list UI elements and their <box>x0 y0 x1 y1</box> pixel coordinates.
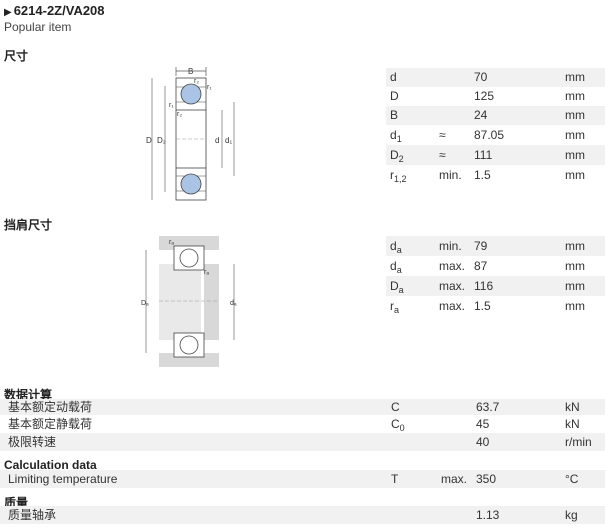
row-label: Limiting temperature <box>8 472 118 486</box>
unit: kg <box>565 508 578 522</box>
row-label: 基本额定静载荷 <box>8 417 93 431</box>
label-b: B <box>188 67 193 76</box>
qualifier: min. <box>439 168 462 182</box>
value: 79 <box>474 239 488 253</box>
product-subtitle: Popular item <box>4 20 72 34</box>
symbol: C0 <box>391 417 405 433</box>
table-row: D2 ≈ 111 mm <box>386 145 605 165</box>
value: 111 <box>474 148 493 162</box>
unit: mm <box>565 239 585 253</box>
qualifier: max. <box>439 259 466 273</box>
row-label: 基本额定动载荷 <box>8 400 93 414</box>
abutment-drawing: rₐ rₐ Dₐ dₐ <box>141 236 237 367</box>
qualifier: max. <box>439 299 466 313</box>
symbol: B <box>390 108 399 122</box>
symbol: da <box>390 259 402 275</box>
value: 63.7 <box>476 400 500 414</box>
symbol: r1,2 <box>390 168 407 184</box>
value: 40 <box>476 435 490 449</box>
row-label: 质量轴承 <box>8 508 57 522</box>
bearing-dimension-drawing: B r₂ r₁ r₁ r₂ D D₂ d d₁ <box>146 67 235 201</box>
label-r2-top: r₂ <box>194 78 199 85</box>
product-title-text: 6214-2Z/VA208 <box>13 3 105 18</box>
unit: kN <box>565 400 580 414</box>
unit: kN <box>565 417 580 431</box>
label-r1-left: r₁ <box>169 102 174 109</box>
table-row: 基本额定静载荷 C0 45 kN <box>0 415 605 433</box>
unit: mm <box>565 89 585 103</box>
symbol: d <box>390 70 397 84</box>
value: 24 <box>474 108 488 122</box>
table-row: ra max. 1.5 mm <box>386 296 605 316</box>
value: 125 <box>474 89 495 103</box>
table-row: D 125 mm <box>386 87 605 106</box>
label-ra-top: rₐ <box>169 239 174 246</box>
value: 116 <box>474 279 494 293</box>
calculation-cn-heading: 数据计算 <box>4 388 53 402</box>
calculation-cn-table: 基本额定动载荷 C 63.7 kN 基本额定静载荷 C0 45 kN 极限转速 … <box>0 399 605 451</box>
qualifier: ≈ <box>439 128 446 142</box>
unit: mm <box>565 259 585 273</box>
value: 87 <box>474 259 488 273</box>
label-d2: D₂ <box>157 136 166 145</box>
table-row: Limiting temperature T max. 350 °C <box>0 470 605 488</box>
mass-table: 质量轴承 1.13 kg <box>0 506 605 524</box>
table-row: d 70 mm <box>386 68 605 87</box>
table-row: 极限转速 40 r/min <box>0 433 605 451</box>
symbol: D2 <box>390 148 404 164</box>
unit: mm <box>565 108 585 122</box>
symbol: T <box>391 472 399 486</box>
value: 1.13 <box>476 508 500 522</box>
table-row: 基本额定动载荷 C 63.7 kN <box>0 399 605 415</box>
qualifier: max. <box>439 279 466 293</box>
product-title: ▶6214-2Z/VA208 <box>4 3 105 18</box>
symbol: Da <box>390 279 404 295</box>
label-r2-left: r₂ <box>177 111 182 118</box>
value: 87.05 <box>474 128 505 142</box>
unit: mm <box>565 128 585 142</box>
play-arrow-icon: ▶ <box>4 7 12 18</box>
unit: mm <box>565 168 585 182</box>
table-row: da min. 79 mm <box>386 236 605 256</box>
symbol: da <box>390 239 402 255</box>
unit: mm <box>565 70 585 84</box>
value: 1.5 <box>474 168 491 182</box>
table-row: 质量轴承 1.13 kg <box>0 506 605 524</box>
qualifier: min. <box>439 239 462 253</box>
calculation-en-table: Limiting temperature T max. 350 °C <box>0 470 605 488</box>
qualifier: max. <box>441 472 468 486</box>
label-ra-right: rₐ <box>204 269 209 276</box>
symbol: C <box>391 400 400 414</box>
label-r1-right: r₁ <box>207 84 212 91</box>
abutment-heading: 挡肩尺寸 <box>4 218 53 232</box>
qualifier: ≈ <box>439 148 446 162</box>
value: 70 <box>474 70 488 84</box>
unit: mm <box>565 148 585 162</box>
label-d-bore: d <box>215 136 219 145</box>
label-d-outer: D <box>146 136 152 145</box>
label-da-outer: Dₐ <box>141 300 149 307</box>
table-row: da max. 87 mm <box>386 256 605 276</box>
label-da-inner: dₐ <box>230 300 237 307</box>
unit: mm <box>565 279 585 293</box>
value: 1.5 <box>474 299 491 313</box>
table-row: r1,2 min. 1.5 mm <box>386 165 605 185</box>
value: 350 <box>476 472 497 486</box>
value: 45 <box>476 417 490 431</box>
symbol: D <box>390 89 399 103</box>
table-row: Da max. 116 mm <box>386 276 605 296</box>
table-row: B 24 mm <box>386 106 605 125</box>
symbol: ra <box>390 299 400 315</box>
unit: r/min <box>565 435 592 449</box>
unit: mm <box>565 299 585 313</box>
dimensions-table: d 70 mm D 125 mm B 24 mm d1 ≈ 87.05 mm D… <box>386 68 605 185</box>
table-row: d1 ≈ 87.05 mm <box>386 125 605 145</box>
unit: °C <box>565 472 579 486</box>
calculation-en-heading: Calculation data <box>4 458 97 472</box>
label-d1: d₁ <box>225 136 232 145</box>
abutment-table: da min. 79 mm da max. 87 mm Da max. 116 … <box>386 236 605 316</box>
dimensions-heading: 尺寸 <box>4 49 29 63</box>
row-label: 极限转速 <box>8 435 57 449</box>
symbol: d1 <box>390 128 402 144</box>
